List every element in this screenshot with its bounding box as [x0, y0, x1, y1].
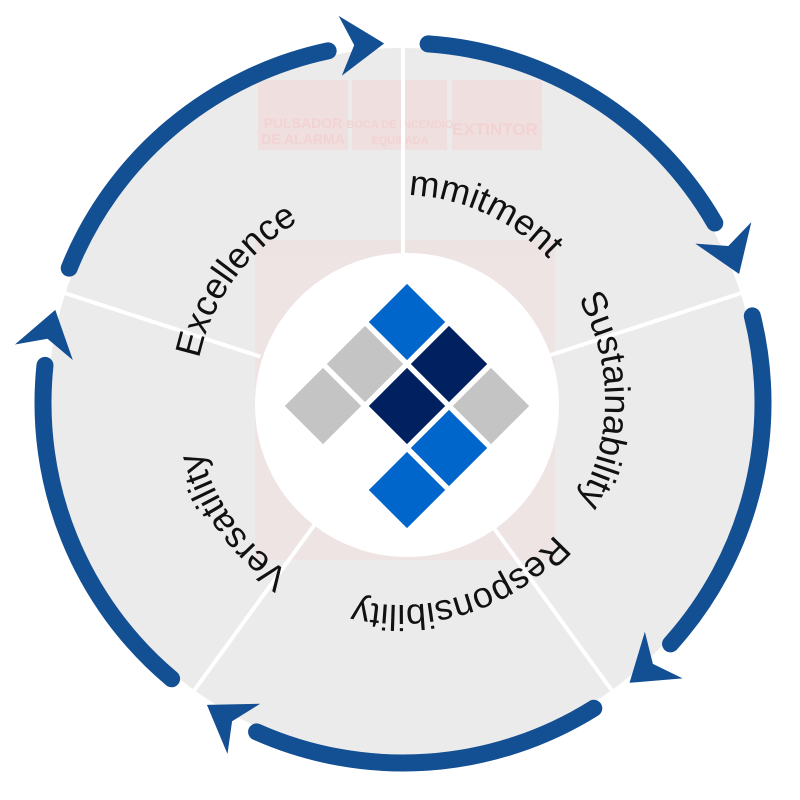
- logo-square: [410, 409, 488, 487]
- cycle-arrow: [60, 42, 337, 277]
- sign-text: EXTINTOR: [452, 120, 538, 139]
- logo-square: [452, 367, 530, 445]
- sign-text: BOCA DE INCENDIO: [346, 119, 454, 131]
- divider-line: [60, 289, 261, 359]
- segment-dividers: [60, 43, 746, 696]
- divider-line: [545, 289, 746, 359]
- logo: [284, 283, 530, 529]
- divider-line: [489, 523, 617, 696]
- logo-square: [284, 367, 362, 445]
- sign-text: PULSADOR: [264, 115, 343, 131]
- logo-square: [368, 367, 446, 445]
- logo-square: [368, 451, 446, 529]
- cycle-arrow: [662, 307, 772, 653]
- sign-text: EQUIPADA: [371, 135, 428, 147]
- logo-square: [326, 325, 404, 403]
- cycle-arrow: [34, 356, 181, 688]
- arrowhead-icon: [14, 309, 73, 361]
- divider-line: [189, 523, 317, 696]
- arrowhead-icon: [629, 631, 683, 683]
- arrowhead-icon: [695, 222, 752, 274]
- logo-square: [410, 325, 488, 403]
- arrowhead-icon: [338, 15, 385, 76]
- arrowhead-icon: [206, 703, 261, 755]
- cycle-arrows: [14, 15, 772, 772]
- logo-square: [368, 283, 446, 361]
- cycle-arrow: [248, 699, 603, 772]
- sign-text: DE ALARMA: [261, 131, 344, 147]
- cycle-arrow: [419, 35, 724, 232]
